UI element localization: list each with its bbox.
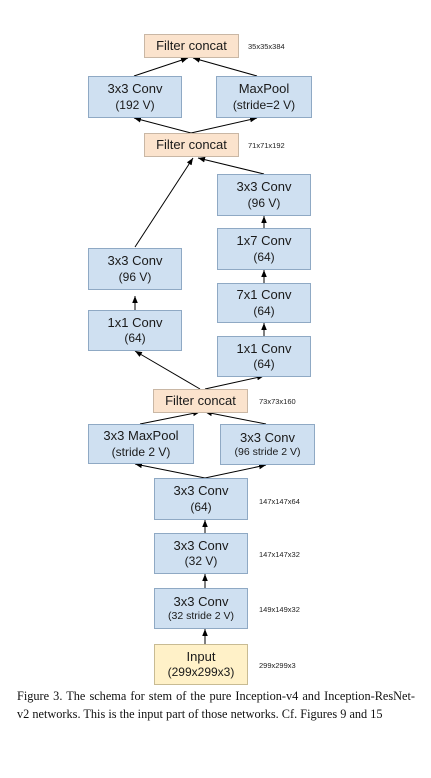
left-conv-1x1: 1x1 Conv (64) <box>88 310 182 351</box>
edge-maxpool-to-concat-low <box>139 410 201 425</box>
right-conv-7x1: 7x1 Conv (64) <box>217 283 311 323</box>
node-sublabel: (32 V) <box>184 554 218 569</box>
edge-conv64-to-maxpool <box>134 462 206 479</box>
node-label: 1x1 Conv <box>107 314 163 330</box>
edge-concat-low-to-left-1x1 <box>134 350 201 390</box>
right-conv-1x1: 1x1 Conv (64) <box>217 336 311 377</box>
node-label: Filter concat <box>165 392 236 408</box>
node-label: 3x3 Conv <box>173 593 229 609</box>
dim-label-71x71x192: 71x71x192 <box>248 141 285 150</box>
conv-3x3-192v: 3x3 Conv (192 V) <box>88 76 182 118</box>
node-label: Filter concat <box>156 37 227 53</box>
node-label: 7x1 Conv <box>236 287 292 303</box>
node-label: 1x1 Conv <box>236 340 292 356</box>
right-conv-3x3-96v: 3x3 Conv (96 V) <box>217 174 311 216</box>
edge-conv64-to-conv96s2 <box>204 463 267 479</box>
dim-label-73x73x160: 73x73x160 <box>259 397 296 406</box>
edge-conv192v-to-concat-top <box>133 57 189 77</box>
node-sublabel: (32 stride 2 V) <box>168 610 234 623</box>
edge-left-3x3-to-concat-mid <box>134 157 194 248</box>
dim-label-147x147x32: 147x147x32 <box>259 550 300 559</box>
node-sublabel: (64) <box>124 331 146 346</box>
node-sublabel: (96 V) <box>247 195 281 210</box>
node-label: 3x3 Conv <box>173 483 229 499</box>
right-conv-1x7: 1x7 Conv (64) <box>217 228 311 270</box>
node-label: 3x3 Conv <box>173 537 229 553</box>
dim-label-149x149x32: 149x149x32 <box>259 605 300 614</box>
edge-concat-mid-to-conv192v <box>133 117 192 134</box>
node-label: 3x3 MaxPool <box>103 428 179 444</box>
conv-3x3-32v: 3x3 Conv (32 V) <box>154 533 248 574</box>
edge-concat-low-to-right-1x1 <box>204 374 265 390</box>
node-sublabel: (64) <box>253 303 275 318</box>
filter-concat-top: Filter concat <box>144 34 239 58</box>
node-label: 3x3 Conv <box>107 253 163 269</box>
figure-caption: Figure 3. The schema for stem of the pur… <box>17 689 415 721</box>
node-label: Filter concat <box>156 136 227 152</box>
edge-conv96s2-to-concat-low <box>204 410 267 425</box>
conv-3x3-96-stride2v: 3x3 Conv (96 stride 2 V) <box>220 424 315 465</box>
dim-label-35x35x384: 35x35x384 <box>248 42 285 51</box>
node-label: Input <box>186 648 216 664</box>
conv-3x3-64: 3x3 Conv (64) <box>154 478 248 520</box>
node-label: 1x7 Conv <box>236 233 292 249</box>
edge-concat-mid-to-maxpool-top <box>190 116 258 134</box>
node-sublabel: (stride 2 V) <box>111 444 171 459</box>
maxpool-stride2v-top: MaxPool (stride=2 V) <box>216 76 312 118</box>
node-label: 3x3 Conv <box>240 429 295 445</box>
node-sublabel: (96 stride 2 V) <box>234 446 301 459</box>
node-label: MaxPool <box>238 81 290 97</box>
edge-maxpool-top-to-concat-top <box>192 57 258 77</box>
node-label: 3x3 Conv <box>107 81 163 97</box>
dim-label-299x299x3: 299x299x3 <box>259 661 296 670</box>
edge-right-3x3-to-concat-mid <box>197 156 265 175</box>
node-sublabel: (64) <box>253 249 275 264</box>
filter-concat-mid: Filter concat <box>144 133 239 157</box>
filter-concat-low: Filter concat <box>153 389 248 413</box>
dim-label-147x147x64: 147x147x64 <box>259 497 300 506</box>
node-sublabel: (299x299x3) <box>167 665 235 680</box>
node-sublabel: (96 V) <box>118 269 152 284</box>
node-sublabel: (64) <box>190 499 212 514</box>
node-sublabel: (stride=2 V) <box>232 97 296 112</box>
node-label: 3x3 Conv <box>236 179 292 195</box>
left-conv-3x3-96v: 3x3 Conv (96 V) <box>88 248 182 290</box>
node-sublabel: (192 V) <box>115 97 155 112</box>
node-sublabel: (64) <box>253 357 275 372</box>
conv-3x3-32-stride2v: 3x3 Conv (32 stride 2 V) <box>154 588 248 629</box>
maxpool-3x3-stride2v: 3x3 MaxPool (stride 2 V) <box>88 424 194 464</box>
input-node: Input (299x299x3) <box>154 644 248 685</box>
